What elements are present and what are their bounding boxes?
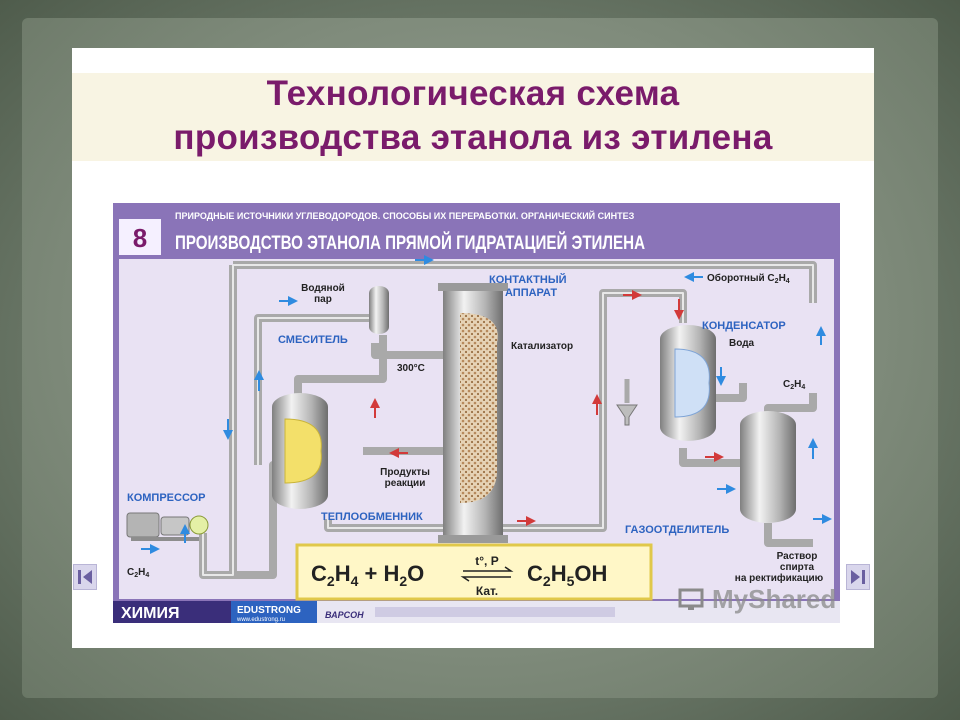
process-diagram: 8 ПРИРОДНЫЕ ИСТОЧНИКИ УГЛЕВОДОРОДОВ. СПО… xyxy=(113,203,840,623)
label-output-1: Раствор xyxy=(777,551,818,562)
label-condenser: КОНДЕНСАТОР xyxy=(702,320,786,332)
watermark: MyShared xyxy=(712,584,837,614)
footer-publisher: EDUSTRONG xyxy=(237,605,301,616)
label-steam-2: пар xyxy=(314,294,332,305)
funnel xyxy=(616,404,638,426)
watermark-icon xyxy=(678,588,704,610)
footer-partner: ВАРСОН xyxy=(325,610,364,620)
next-arrow-icon xyxy=(851,570,865,584)
mixer-vessel xyxy=(369,286,389,334)
equation-left: С2Н4 + Н2О xyxy=(311,561,424,589)
label-mixer: СМЕСИТЕЛЬ xyxy=(278,334,348,346)
label-c2h4-left: С2Н4 xyxy=(127,567,149,579)
footer-url: www.edustrong.ru xyxy=(236,617,285,623)
label-products-2: реакции xyxy=(385,478,426,489)
label-output-3: на ректификацию xyxy=(735,572,824,584)
next-slide-button[interactable] xyxy=(846,564,870,590)
label-c2h4-right: С2Н4 xyxy=(783,379,805,391)
compressor xyxy=(126,512,209,541)
poster-number: 8 xyxy=(133,223,147,253)
footer-publisher-box xyxy=(231,601,317,623)
gas-separator xyxy=(740,411,796,523)
label-water: Вода xyxy=(729,338,755,349)
prev-slide-button[interactable] xyxy=(73,564,97,590)
poster-number-box xyxy=(119,219,161,255)
label-compressor: КОМПРЕССОР xyxy=(127,492,206,504)
title-band xyxy=(72,73,874,161)
label-steam-1: Водяной xyxy=(301,283,345,294)
slide-title-line-2: производства этанола из этилена xyxy=(173,118,773,157)
footer-brand-box xyxy=(113,601,231,623)
footer-fineprint xyxy=(375,607,615,617)
label-gas-separator: ГАЗООТДЕЛИТЕЛЬ xyxy=(625,524,729,536)
heat-exchanger xyxy=(272,393,328,509)
label-catalyst: Катализатор xyxy=(511,341,573,352)
label-heat-exchanger: ТЕПЛООБМЕННИК xyxy=(321,511,423,523)
equilibrium-arrows xyxy=(460,566,514,582)
equation-right: С2Н5ОН xyxy=(527,561,607,589)
label-contact-1: КОНТАКТНЫЙ xyxy=(489,273,567,286)
label-contact-2: АППАРАТ xyxy=(505,287,557,299)
poster-header-top: ПРИРОДНЫЕ ИСТОЧНИКИ УГЛЕВОДОРОДОВ. СПОСО… xyxy=(175,210,635,221)
pipe-highlights xyxy=(202,264,814,576)
contact-apparatus xyxy=(438,283,508,543)
label-temp: 300°C xyxy=(397,363,425,374)
prev-arrow-icon xyxy=(78,570,92,584)
poster-header-main: ПРОИЗВОДСТВО ЭТАНОЛА ПРЯМОЙ ГИДРАТАЦИЕЙ … xyxy=(175,232,645,254)
flow-arrows xyxy=(141,255,832,554)
footer-brand: ХИМИЯ xyxy=(121,605,180,622)
equation-box xyxy=(295,543,653,601)
equation-condition-bottom: Кат. xyxy=(476,584,498,598)
slide-title-line-1: Технологическая схема xyxy=(266,74,680,113)
label-products-1: Продукты xyxy=(380,467,430,478)
equation-condition-top: t°, P xyxy=(475,554,498,568)
slide-title: Технологическая схема производства этано… xyxy=(72,72,874,160)
label-output-2: спирта xyxy=(780,562,815,573)
condenser xyxy=(660,325,716,441)
label-recycle: Оборотный С2Н4 xyxy=(707,272,790,285)
